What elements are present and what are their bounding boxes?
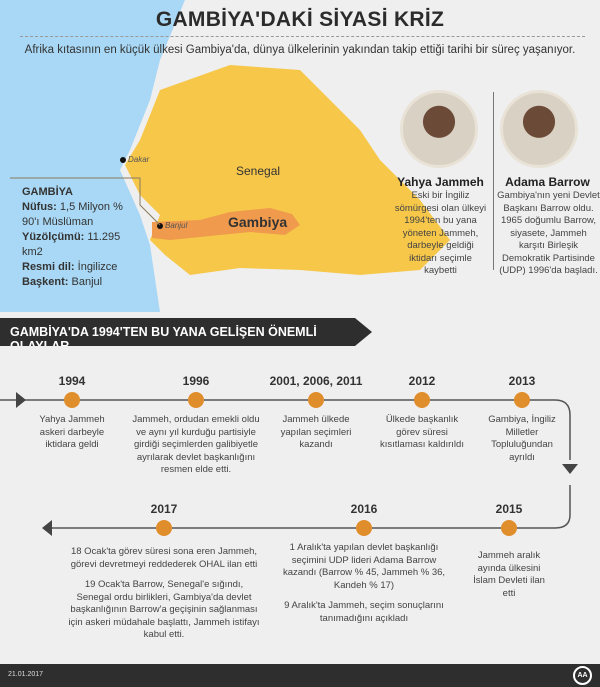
- country-info: GAMBİYA Nüfus: 1,5 Milyon % 90'ı Müslüma…: [22, 185, 142, 290]
- map-label-senegal: Senegal: [236, 164, 281, 178]
- divider: [20, 36, 585, 37]
- event-year: 1994: [58, 374, 86, 388]
- footer-date: 21.01.2017: [8, 671, 44, 678]
- map-label-banjul: Banjul: [165, 221, 188, 230]
- event-text: Jammeh ülkede yapılan seçimleri kazandı: [280, 414, 352, 450]
- event-dot: [64, 392, 80, 408]
- aa-logo: AA: [573, 666, 592, 685]
- vertical-divider: [493, 92, 494, 270]
- map-label-gambiya: Gambiya: [228, 214, 288, 230]
- language-value: İngilizce: [77, 261, 118, 273]
- event-dot: [514, 392, 530, 408]
- subtitle: Afrika kıtasının en küçük ülkesi Gambiya…: [24, 44, 576, 56]
- arrow-down-icon: [562, 464, 578, 474]
- event-text: Jammeh, ordudan emekli oldu ve aynı yıl …: [132, 414, 260, 475]
- capital-value: Banjul: [71, 276, 103, 288]
- event-text: Yahya Jammeh askeri darbeyle iktidara ge…: [39, 414, 105, 450]
- area-value: 11.295 km2: [22, 231, 121, 258]
- event-dot: [501, 520, 517, 536]
- event-dot: [308, 392, 324, 408]
- event-text: Jammeh aralık ayında ülkesini İslam Devl…: [473, 550, 545, 599]
- person-text: Gambiya'nın yeni Devlet Başkanı Barrow o…: [497, 190, 600, 276]
- info-leader-line: [10, 177, 161, 226]
- portrait-barrow: [500, 90, 578, 168]
- event-text: Ülkede başkanlık görev süresi kısıtlamas…: [380, 414, 464, 450]
- event-text: 9 Aralık'ta Jammeh, seçim sonuçlarını ta…: [284, 600, 444, 624]
- event-year: 2012: [408, 374, 436, 388]
- map-label-dakar: Dakar: [128, 155, 150, 164]
- event-text: 19 Ocak'ta Barrow, Senegal'e sığındı, Se…: [68, 579, 260, 640]
- event-year: 1996: [182, 374, 210, 388]
- banjul-marker: [157, 223, 163, 229]
- map: [0, 0, 600, 312]
- event-text: 1 Aralık'ta yapılan devlet başkanlığı se…: [282, 542, 446, 591]
- event-year: 2001, 2006, 2011: [269, 374, 363, 388]
- event-dot: [156, 520, 172, 536]
- event-dot: [356, 520, 372, 536]
- gambia-shape: [152, 208, 300, 240]
- event-dot: [414, 392, 430, 408]
- person-name: Adama Barrow: [505, 175, 590, 189]
- event-text: Gambiya, İngiliz Milletler Topluluğundan…: [488, 414, 556, 463]
- event-2017-texts: 18 Ocak'ta görev süresi sona eren Jammeh…: [68, 546, 260, 642]
- footer: 21.01.2017 AA: [0, 664, 600, 687]
- portrait-jammeh: [400, 90, 478, 168]
- page-title: GAMBİYA'DAKİ SİYASİ KRİZ: [155, 8, 445, 31]
- dakar-marker: [120, 157, 126, 163]
- event-2016-texts: 1 Aralık'ta yapılan devlet başkanlığı se…: [280, 542, 448, 625]
- arrow-left-icon: [42, 520, 52, 536]
- language-label: Resmi dil:: [22, 261, 75, 273]
- person-text: Eski bir İngiliz sömürgesi olan ülkeyi 1…: [394, 190, 487, 276]
- timeline-line: [0, 392, 578, 536]
- event-year: 2016: [350, 502, 378, 516]
- nufus-value: 1,5 Milyon % 90'ı Müslüman: [22, 201, 123, 228]
- arrow-right-icon: [16, 392, 26, 408]
- nufus-label: Nüfus:: [22, 201, 57, 213]
- capital-label: Başkent:: [22, 276, 69, 288]
- event-year: 2017: [150, 502, 178, 516]
- info-title: GAMBİYA: [22, 186, 73, 198]
- timeline-banner: GAMBİYA'DA 1994'TEN BU YANA GELİŞEN ÖNEM…: [0, 318, 372, 346]
- area-label: Yüzölçümü:: [22, 231, 85, 243]
- event-dot: [188, 392, 204, 408]
- timeline-title: GAMBİYA'DA 1994'TEN BU YANA GELİŞEN ÖNEM…: [10, 325, 317, 353]
- sea: [0, 0, 185, 312]
- event-year: 2015: [495, 502, 523, 516]
- event-text: 18 Ocak'ta görev süresi sona eren Jammeh…: [70, 546, 258, 570]
- person-name: Yahya Jammeh: [397, 175, 484, 189]
- event-year: 2013: [508, 374, 536, 388]
